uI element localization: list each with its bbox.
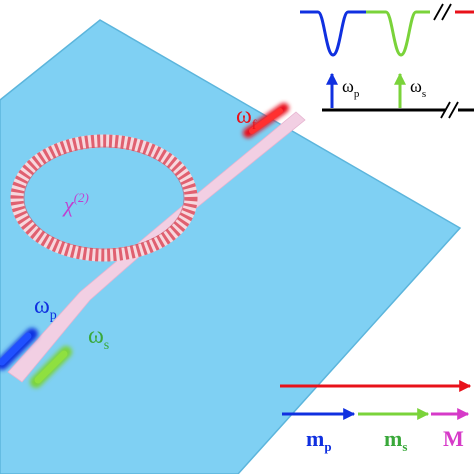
transmission-dip-icon (300, 10, 366, 57)
axis-break-icon (440, 101, 459, 119)
microring-resonator (10, 134, 198, 262)
inset-omega-p-label: ωp (342, 76, 360, 100)
momentum-diagram: mp ms M (280, 380, 472, 454)
fundamental-light-blob (243, 103, 289, 138)
transmission-dip-icon (366, 10, 430, 57)
m-s-label: ms (384, 426, 407, 454)
pump-light-blob (0, 328, 38, 370)
chi2-label: χ(2) (62, 190, 89, 217)
omega-s-label: ωs (88, 323, 109, 353)
m-p-label: mp (306, 426, 332, 454)
signal-light-blob (30, 346, 72, 388)
omega-f-label: ωf (236, 103, 257, 133)
inset-omega-s-label: ωs (410, 76, 426, 100)
substrate-slab (0, 19, 462, 474)
big-m-label: M (443, 426, 464, 451)
omega-p-label: ωp (34, 293, 57, 323)
axis-break-icon (433, 3, 452, 21)
bus-waveguide (7, 111, 306, 383)
spectrum-inset: ωp ωs (300, 3, 474, 119)
